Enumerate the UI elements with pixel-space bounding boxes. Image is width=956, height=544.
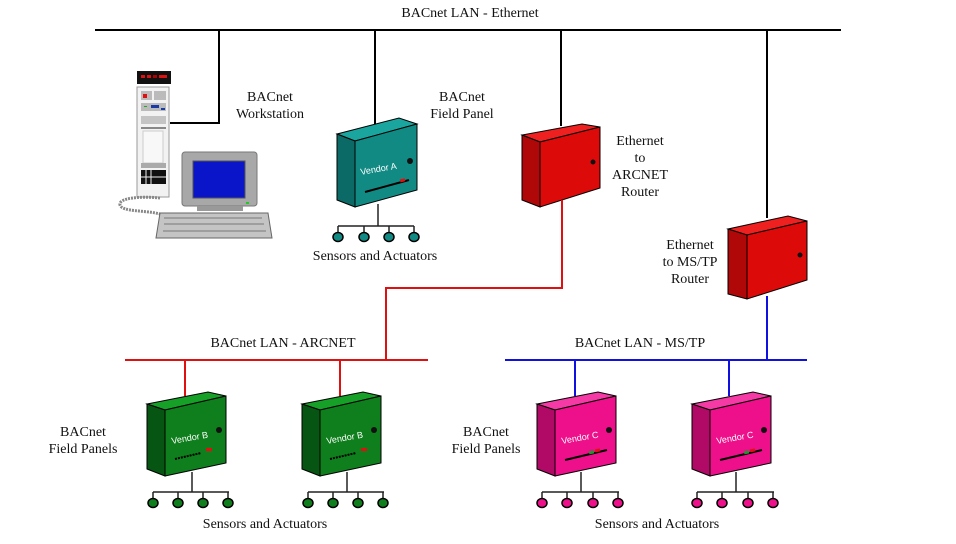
workstation-label-line2: Workstation	[236, 107, 304, 122]
sensors-actuators-group-c2	[691, 472, 779, 509]
field-panel-a-label-line2: Field Panel	[430, 107, 493, 122]
arcnet-router-label-line1: Ethernet	[616, 134, 664, 149]
sensors-actuators-group-c1	[536, 472, 624, 509]
arcnet-field-panels-label-line2: Field Panels	[49, 442, 118, 457]
sensor-icon	[147, 497, 159, 509]
sensor-icon	[172, 497, 184, 509]
sensor-icon	[332, 231, 344, 243]
ethernet-to-mstp-router	[726, 215, 808, 300]
sensor-icon	[352, 497, 364, 509]
mstp-router-label-line2: to MS/TP	[663, 255, 718, 270]
sensor-icon	[222, 497, 234, 509]
sensors-actuators-group-b1	[147, 472, 234, 509]
sensors-actuators-group-a	[332, 204, 420, 243]
field-panel-vendor-c-2: Vendor C	[690, 391, 772, 477]
sensor-icon	[561, 497, 573, 509]
sensor-icon	[302, 497, 314, 509]
mstp-bus-label: BACnet LAN - MS/TP	[575, 336, 706, 351]
mstp-field-panels-label-line2: Field Panels	[452, 442, 521, 457]
field-panel-vendor-c-1: Vendor C	[535, 391, 617, 477]
workstation-computer-icon	[118, 71, 273, 239]
arcnet-router-label-line2: to	[635, 151, 646, 166]
arcnet-field-panels-label-line1: BACnet	[60, 425, 106, 440]
mstp-router-label-line3: Router	[671, 272, 709, 287]
arcnet-sensors-actuators-label: Sensors and Actuators	[203, 517, 327, 532]
ethernet-to-arcnet-router	[520, 123, 601, 208]
sensor-icon	[377, 497, 389, 509]
field-panel-vendor-b-1: Vendor B	[145, 391, 227, 477]
mstp-field-panels-label-line1: BACnet	[463, 425, 509, 440]
sensor-icon	[587, 497, 599, 509]
sensors-actuators-group-b2	[302, 472, 389, 509]
field-panel-a-label-line1: BACnet	[439, 90, 485, 105]
sensor-icon	[383, 231, 395, 243]
sensor-icon	[408, 231, 420, 243]
sensor-icon	[716, 497, 728, 509]
sensor-icon	[536, 497, 548, 509]
sensor-icon	[767, 497, 779, 509]
field-panel-vendor-a: Vendor A	[335, 117, 419, 208]
arcnet-router-label-line3: ARCNET	[612, 168, 668, 183]
workstation-label-line1: BACnet	[247, 90, 293, 105]
sensor-icon	[691, 497, 703, 509]
field-panel-vendor-b-2: Vendor B	[300, 391, 382, 477]
sensor-icon	[197, 497, 209, 509]
arcnet-bus-label: BACnet LAN - ARCNET	[210, 336, 356, 351]
sensor-icon	[742, 497, 754, 509]
workstation-drop-line	[170, 30, 220, 124]
mstp-router-label-line1: Ethernet	[666, 238, 714, 253]
sensor-icon	[327, 497, 339, 509]
arcnet-router-link-line	[385, 200, 563, 360]
sensor-icon	[358, 231, 370, 243]
mstp-sensors-actuators-label: Sensors and Actuators	[595, 517, 719, 532]
sensor-icon	[612, 497, 624, 509]
ethernet-bus-label: BACnet LAN - Ethernet	[401, 6, 538, 21]
arcnet-router-label-line4: Router	[621, 185, 659, 200]
sensors-actuators-label-a: Sensors and Actuators	[313, 249, 437, 264]
